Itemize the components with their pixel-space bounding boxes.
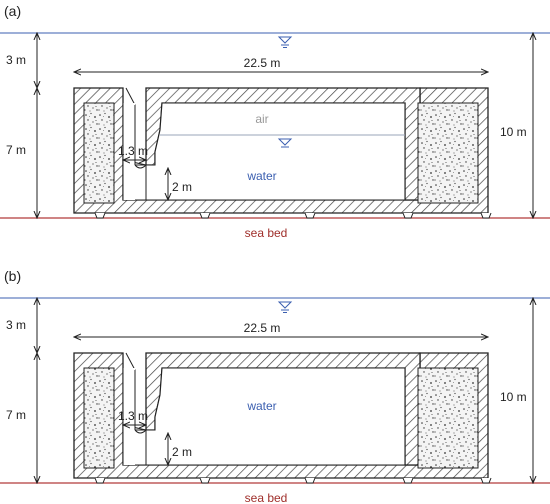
dim-total-height-label: 10 m bbox=[500, 125, 527, 139]
air-label: air bbox=[255, 112, 268, 126]
dim-lower-depth-label: 7 m bbox=[6, 408, 26, 422]
dim-top-depth-label: 3 m bbox=[6, 318, 26, 332]
panel-label: (b) bbox=[4, 268, 21, 284]
chamber-interior bbox=[122, 367, 406, 466]
foundation-skirt bbox=[94, 477, 106, 484]
dim-gap-label: 1.3 m bbox=[118, 144, 148, 158]
water-level-icon bbox=[277, 36, 293, 44]
foundation-skirt bbox=[94, 212, 106, 219]
left-ballast-cell bbox=[83, 367, 115, 469]
dim-top-depth-label: 3 m bbox=[6, 53, 26, 67]
right-ballast-cell bbox=[417, 102, 479, 204]
water-label: water bbox=[246, 169, 276, 183]
left-ballast-cell bbox=[83, 102, 115, 204]
foundation-skirt bbox=[402, 212, 414, 219]
panel-label: (a) bbox=[4, 3, 21, 19]
opening-gap bbox=[123, 368, 135, 465]
right-ballast-cell bbox=[417, 367, 479, 469]
dim-lower-depth-label: 7 m bbox=[6, 143, 26, 157]
internal-level-icon bbox=[277, 138, 293, 146]
foundation-skirt bbox=[199, 477, 211, 484]
seabed-label: sea bed bbox=[245, 226, 288, 240]
dim-width-label: 22.5 m bbox=[244, 56, 281, 70]
foundation-skirt bbox=[402, 477, 414, 484]
foundation-skirt bbox=[480, 212, 492, 219]
foundation-skirt bbox=[480, 477, 492, 484]
dim-opening-label: 2 m bbox=[172, 445, 192, 459]
water-level-icon bbox=[277, 301, 293, 309]
dim-total-height-label: 10 m bbox=[500, 390, 527, 404]
seabed-label: sea bed bbox=[245, 491, 288, 504]
foundation-skirt bbox=[304, 212, 316, 219]
water-label: water bbox=[246, 399, 276, 413]
dim-width-label: 22.5 m bbox=[244, 321, 281, 335]
foundation-skirt bbox=[199, 212, 211, 219]
foundation-skirt bbox=[304, 477, 316, 484]
panel-a: (a) air water sea bed 3 m 7 m 10 m 22.5 m 1.3 m 2… bbox=[0, 3, 550, 240]
dim-opening-label: 2 m bbox=[172, 180, 192, 194]
panel-b: (b) water sea bed 3 m 7 m 10 m 22.5 m 1.3 m 2 m bbox=[0, 268, 550, 504]
dim-gap-label: 1.3 m bbox=[118, 409, 148, 423]
opening-gap bbox=[123, 103, 135, 200]
lip-curve bbox=[134, 429, 147, 434]
lip-curve bbox=[134, 164, 147, 169]
